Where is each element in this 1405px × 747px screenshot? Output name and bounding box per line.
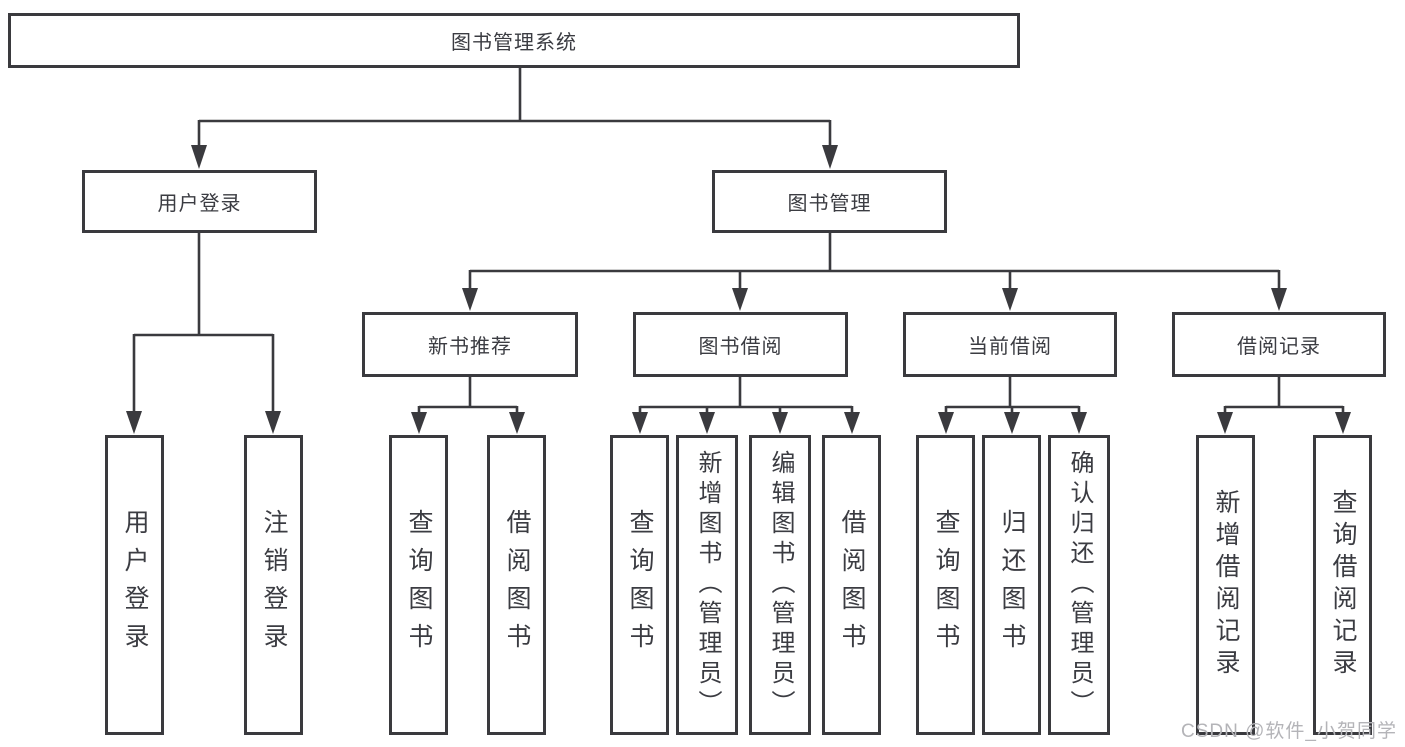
leaf-query-borrow-record: 查询借阅记录 [1313, 435, 1372, 735]
leaf-confirm-return-admin: 确认归还（管理员） [1048, 435, 1110, 735]
node-book-borrow: 图书借阅 [633, 312, 848, 377]
leaf-return-books: 归还图书 [982, 435, 1041, 735]
node-label: 用户登录 [157, 193, 242, 215]
node-label: 新增图书（管理员） [694, 450, 721, 720]
node-label: 新书推荐 [428, 336, 512, 358]
node-current-borrow: 当前借阅 [903, 312, 1117, 377]
node-label: 图书借阅 [698, 336, 783, 358]
node-label: 新增借阅记录 [1212, 489, 1240, 681]
node-borrow-records: 借阅记录 [1172, 312, 1386, 377]
node-label: 图书管理系统 [451, 32, 577, 54]
node-label: 查询图书 [626, 509, 654, 661]
leaf-query-books-bb: 查询图书 [610, 435, 669, 735]
leaf-edit-books-admin: 编辑图书（管理员） [749, 435, 811, 735]
node-label: 借阅图书 [838, 509, 866, 661]
arrowheads [126, 145, 1351, 434]
leaf-query-books-nb: 查询图书 [389, 435, 448, 735]
node-user-login: 用户登录 [82, 170, 317, 233]
leaf-borrow-books-bb: 借阅图书 [822, 435, 881, 735]
node-label: 编辑图书（管理员） [767, 450, 794, 720]
leaf-user-login: 用户登录 [105, 435, 164, 735]
node-label: 注销登录 [260, 509, 288, 661]
leaf-query-books-cb: 查询图书 [916, 435, 975, 735]
node-label: 归还图书 [998, 509, 1026, 661]
node-label: 借阅记录 [1237, 336, 1321, 358]
leaf-logout: 注销登录 [244, 435, 303, 735]
leaf-add-books-admin: 新增图书（管理员） [676, 435, 738, 735]
node-label: 图书管理 [787, 193, 872, 215]
node-label: 查询借阅记录 [1329, 489, 1357, 681]
node-label: 查询图书 [932, 509, 960, 661]
node-label: 当前借阅 [968, 336, 1052, 358]
node-label: 确认归还（管理员） [1066, 450, 1093, 720]
csdn-watermark: CSDN @软件_小贺同学 [1181, 721, 1397, 742]
node-library-system: 图书管理系统 [8, 13, 1020, 68]
leaf-borrow-books-nb: 借阅图书 [487, 435, 546, 735]
node-label: 用户登录 [121, 509, 149, 661]
node-label: 查询图书 [405, 509, 433, 661]
node-book-management: 图书管理 [712, 170, 947, 233]
leaf-add-borrow-record: 新增借阅记录 [1196, 435, 1255, 735]
node-label: 借阅图书 [503, 509, 531, 661]
node-new-book-recommend: 新书推荐 [362, 312, 578, 377]
